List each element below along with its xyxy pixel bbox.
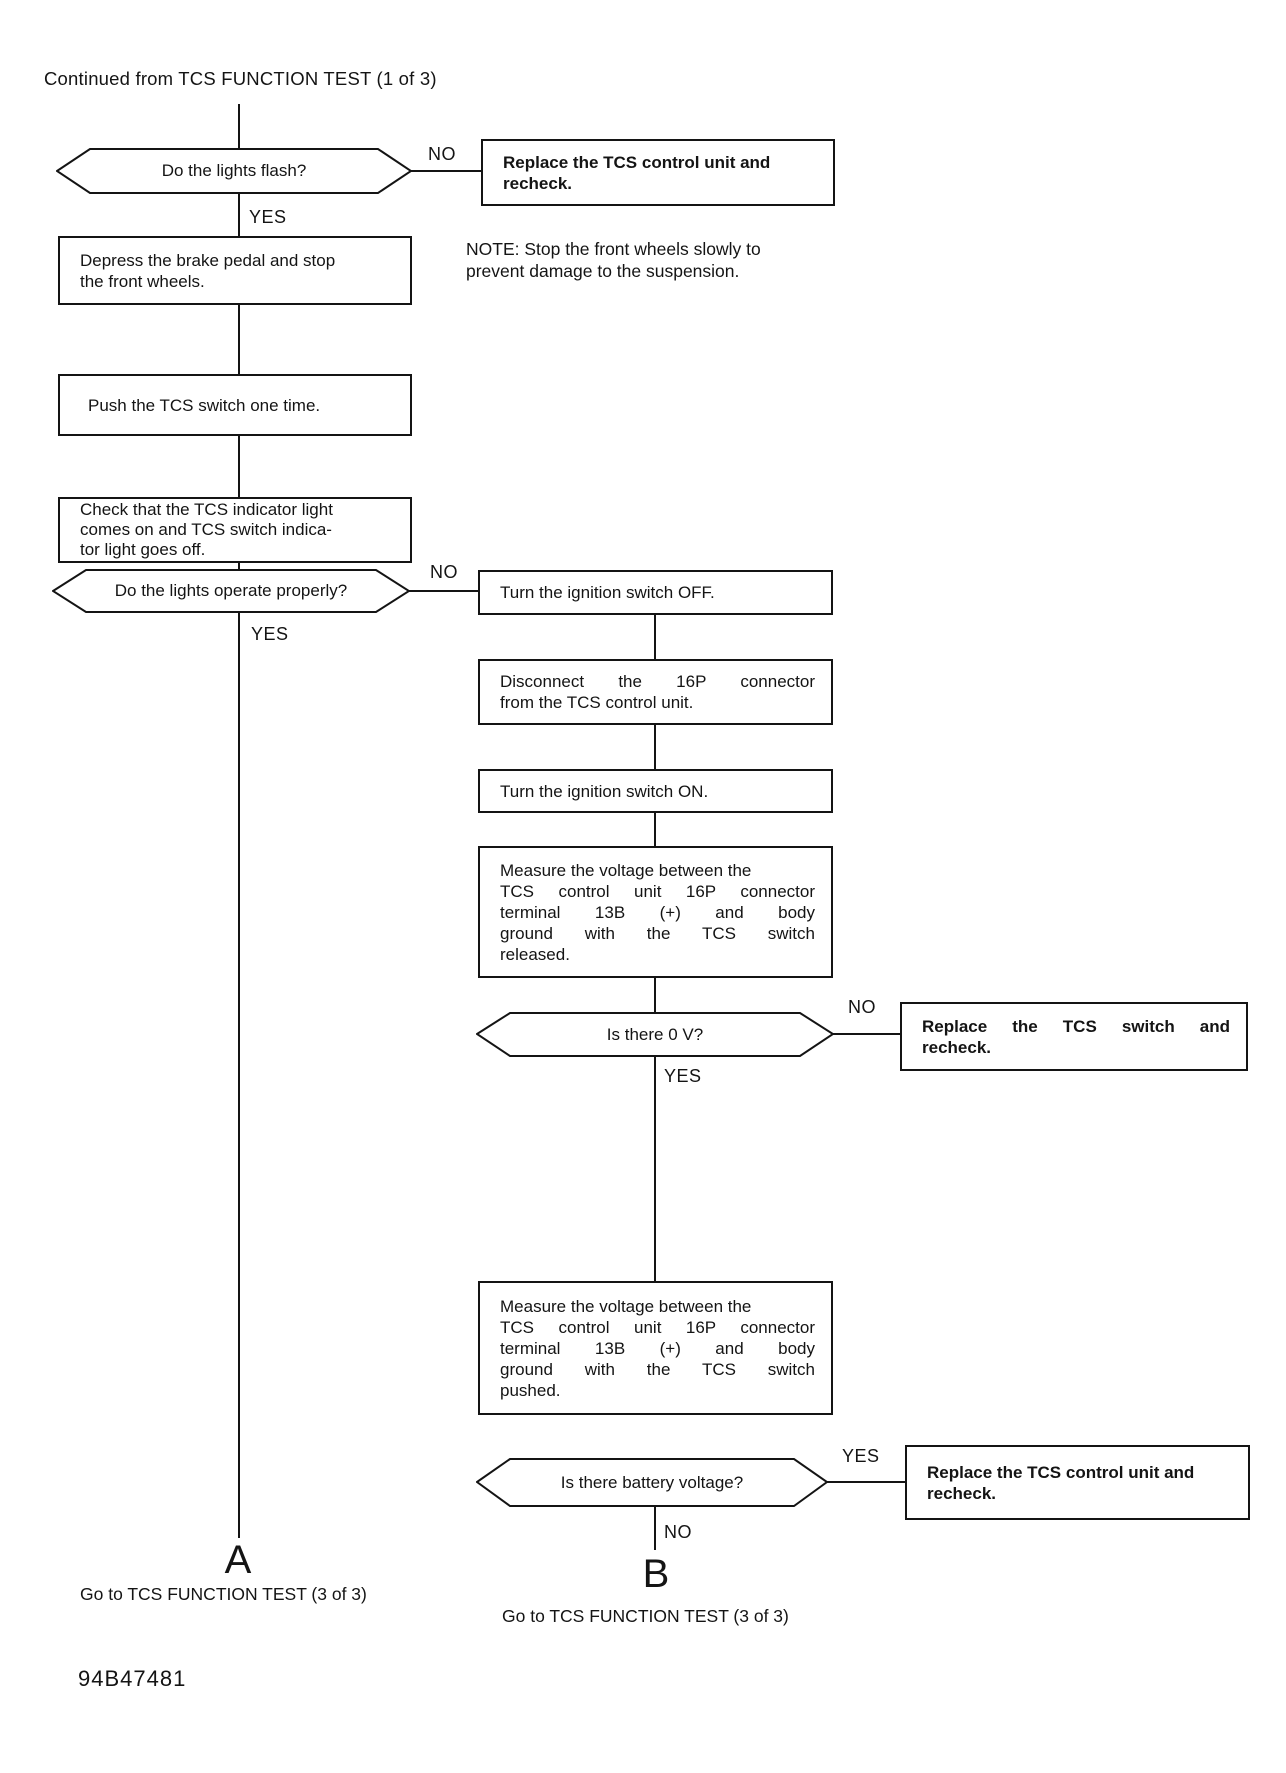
connector-d3-yes-to-measure2 <box>654 1057 656 1281</box>
note-text: NOTE: Stop the front wheels slowly to pr… <box>466 239 761 281</box>
process-box-ignition-on: Turn the ignition switch ON. <box>478 769 833 813</box>
connector-measure1-to-d3 <box>654 978 656 1012</box>
process-box-push-switch: Push the TCS switch one time. <box>58 374 412 436</box>
process-box-ignition-off: Turn the ignition switch OFF. <box>478 570 833 615</box>
decision-lights-operate-label: Do the lights operate properly? <box>114 581 348 600</box>
label-no-d2: NO <box>430 562 458 582</box>
process-box-measure-released: Measure the voltage between the TCS cont… <box>478 846 833 978</box>
connector-d4-yes <box>826 1481 905 1483</box>
label-yes-d1: YES <box>249 207 287 227</box>
decision-lights-flash: Do the lights flash? <box>56 148 412 194</box>
doc-number: 94B47481 <box>78 1666 187 1691</box>
process-box-depress-brake: Depress the brake pedal and stop the fro… <box>58 236 412 305</box>
process-box-check-indicator: Check that the TCS indicator light comes… <box>58 497 412 563</box>
goto-text-a: Go to TCS FUNCTION TEST (3 of 3) <box>80 1584 367 1604</box>
connector-on-to-measure1 <box>654 813 656 846</box>
connector-d1-yes <box>238 194 240 236</box>
label-no-d3: NO <box>848 997 876 1017</box>
decision-battery-voltage-label: Is there battery voltage? <box>560 1472 744 1492</box>
label-no-d1: NO <box>428 144 456 164</box>
connector-check-to-d2 <box>238 563 240 569</box>
label-no-d4: NO <box>664 1522 692 1542</box>
goto-text-b: Go to TCS FUNCTION TEST (3 of 3) <box>502 1606 789 1626</box>
label-yes-d4: YES <box>842 1446 880 1466</box>
decision-lights-operate: Do the lights operate properly? <box>52 569 410 613</box>
process-box-disconnect-16p: Disconnect the 16P connector from the TC… <box>478 659 833 725</box>
decision-zero-volts-label: Is there 0 V? <box>606 1024 704 1044</box>
decision-battery-voltage: Is there battery voltage? <box>476 1458 828 1507</box>
decision-zero-volts: Is there 0 V? <box>476 1012 834 1057</box>
page-title: Continued from TCS FUNCTION TEST (1 of 3… <box>44 68 437 89</box>
connector-push-to-check <box>238 436 240 497</box>
offpage-connector-a: A <box>224 1538 252 1582</box>
label-yes-d3: YES <box>664 1066 702 1086</box>
label-yes-d2: YES <box>251 624 289 644</box>
connector-d3-no <box>833 1033 900 1035</box>
connector-d2-no <box>408 590 478 592</box>
process-box-measure-pushed: Measure the voltage between the TCS cont… <box>478 1281 833 1415</box>
result-box-replace-unit-bottom: Replace the TCS control unit and recheck… <box>905 1445 1250 1520</box>
connector-d2-yes-to-a <box>238 613 240 1538</box>
result-box-replace-unit-top: Replace the TCS control unit and recheck… <box>481 139 835 206</box>
connector-d4-no-to-b <box>654 1507 656 1550</box>
connector-depress-to-push <box>238 305 240 374</box>
connector-disconnect-to-on <box>654 725 656 769</box>
connector-title-to-d1 <box>238 104 240 149</box>
result-box-replace-switch: Replace the TCS switch and recheck. <box>900 1002 1248 1071</box>
decision-lights-flash-label: Do the lights flash? <box>161 161 307 180</box>
connector-d1-no <box>410 170 481 172</box>
offpage-connector-b: B <box>642 1552 670 1596</box>
connector-off-to-disconnect <box>654 615 656 659</box>
